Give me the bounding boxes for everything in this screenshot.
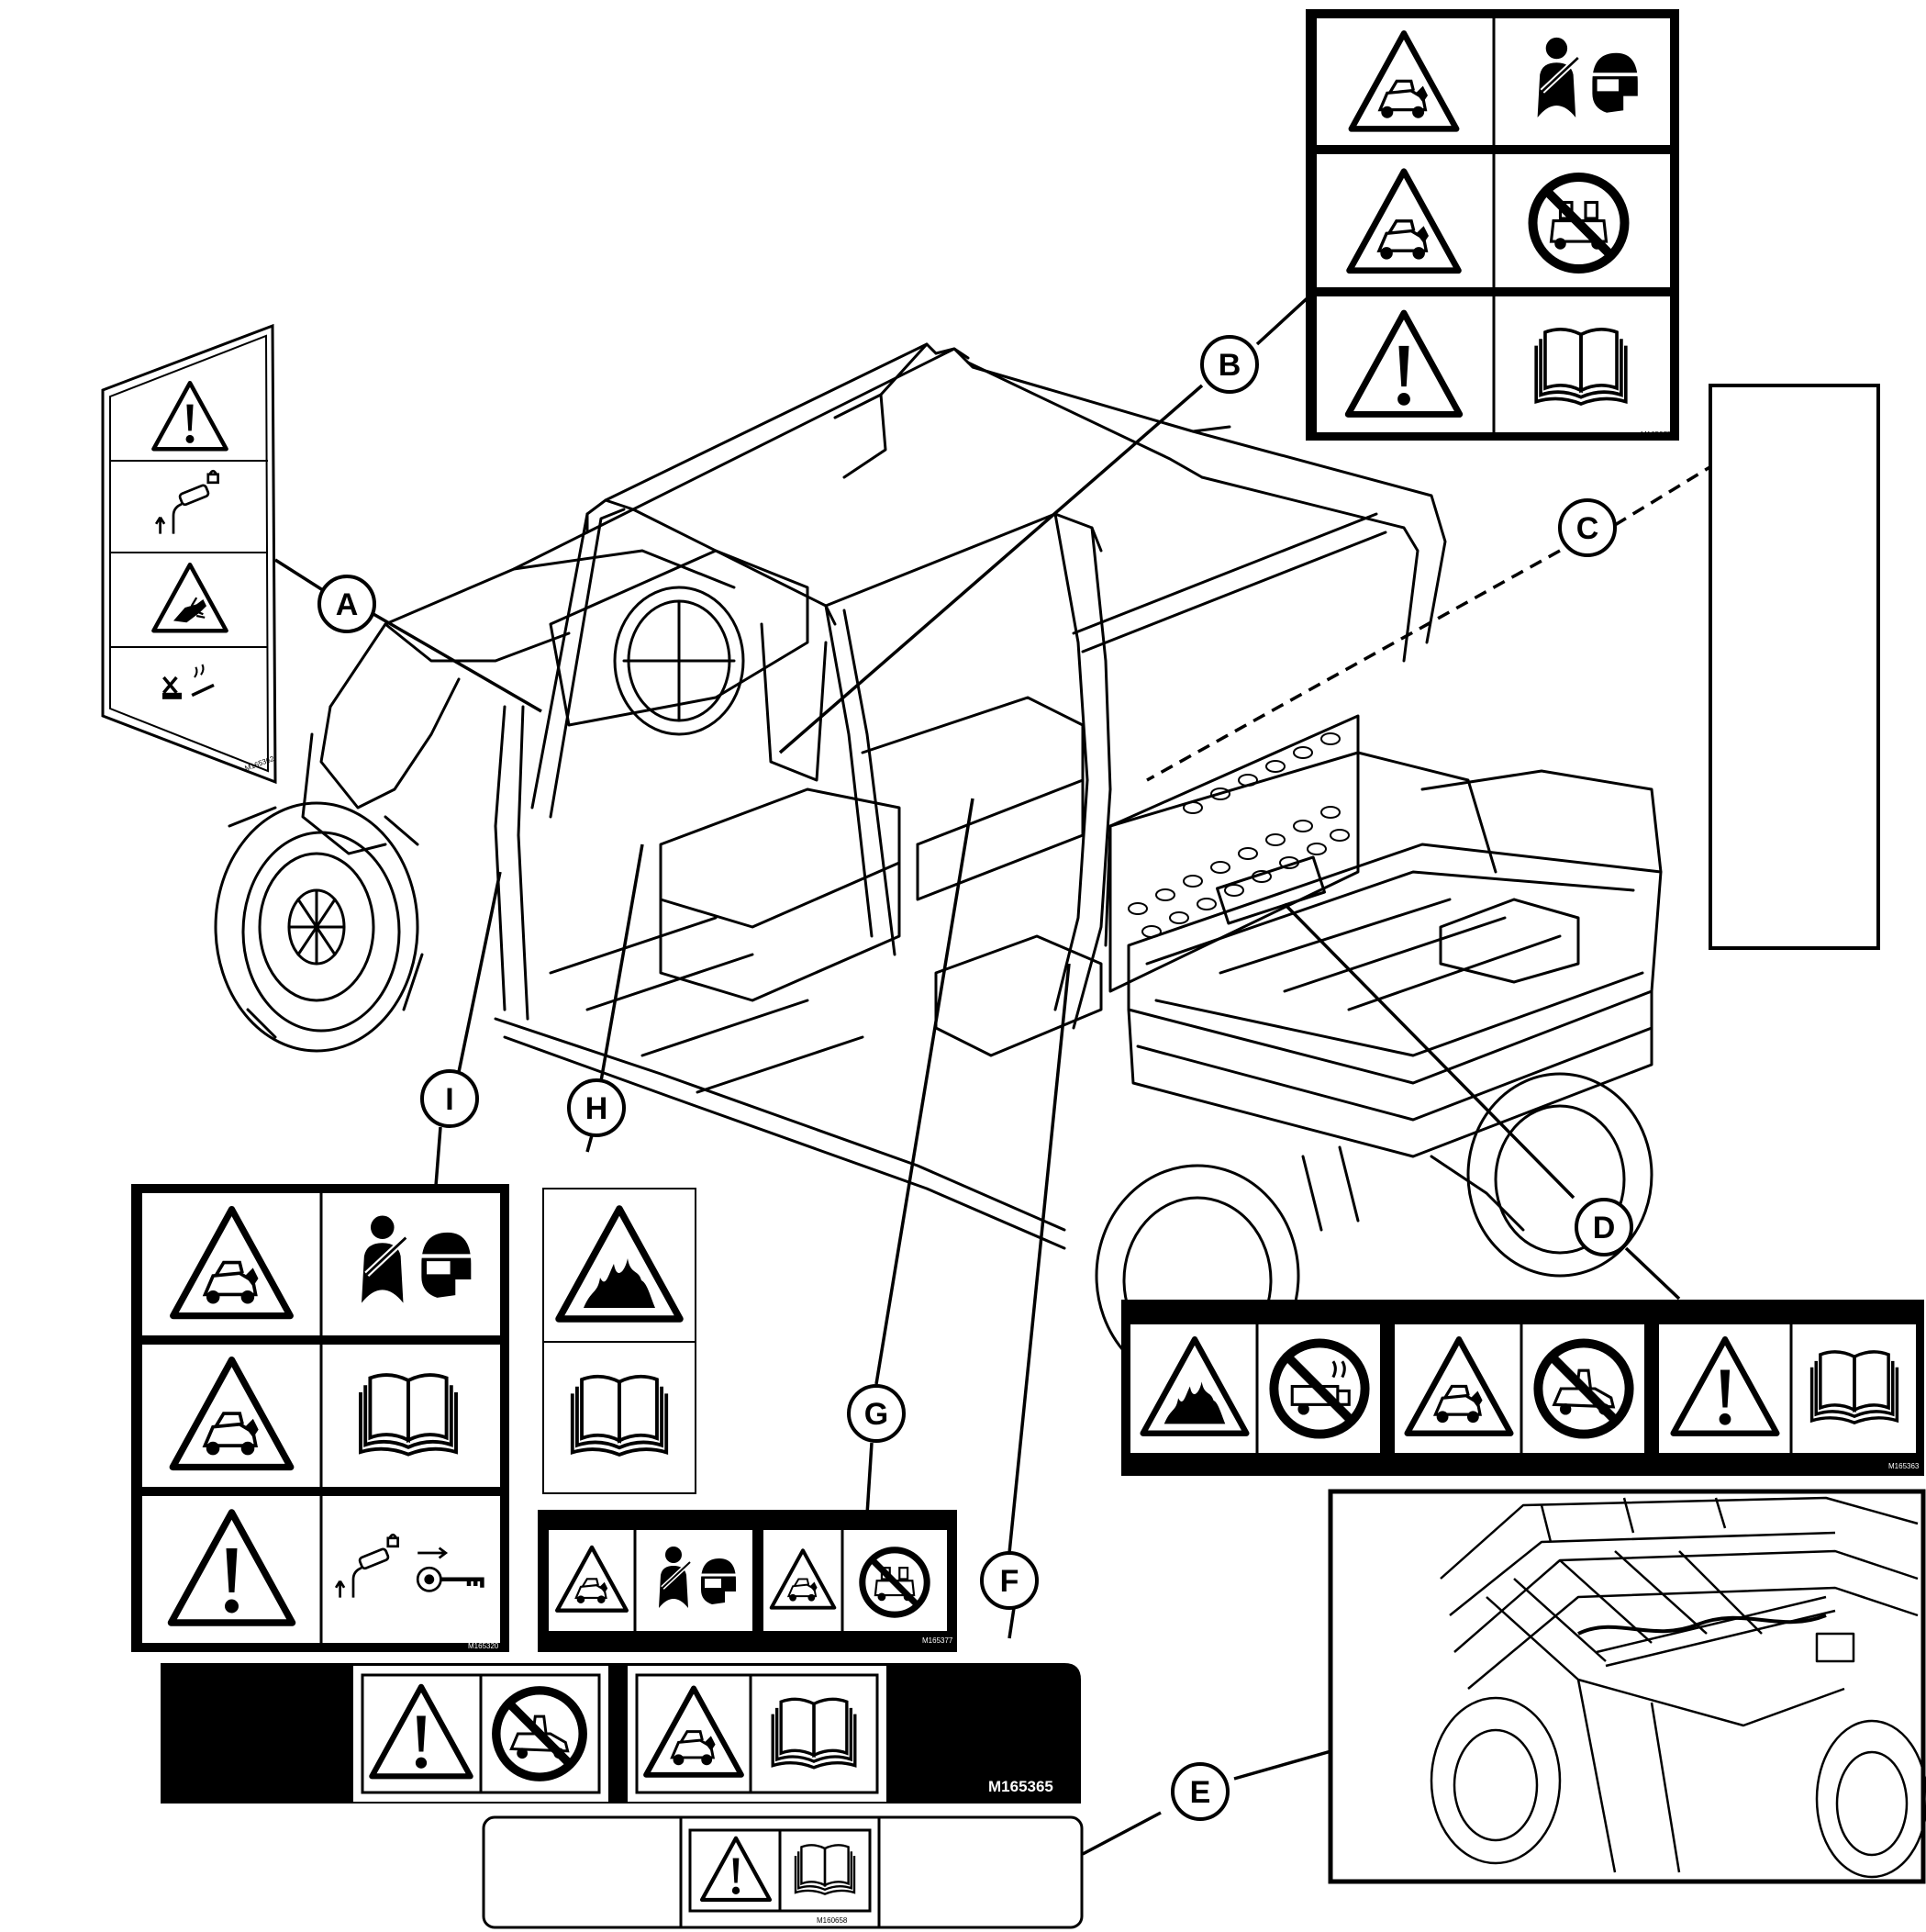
leader-c [1614, 462, 1717, 527]
callout-b: B [1200, 335, 1259, 394]
leader-e [1082, 1811, 1162, 1856]
decal-e-code: M160658 [817, 1916, 848, 1925]
bed-panel-perforations [1128, 732, 1350, 938]
callout-f: F [980, 1551, 1039, 1610]
leader-i-to-vehicle [457, 871, 502, 1073]
leader-h-to-vehicle [599, 843, 644, 1082]
decal-i: M165320 [131, 1184, 509, 1652]
decal-a: M165362 [101, 323, 277, 785]
decal-d: M165363 [1121, 1300, 1924, 1476]
leader-f-to-vehicle [1008, 963, 1071, 1554]
callout-h: H [567, 1078, 626, 1137]
leader-b-panel [1255, 292, 1314, 346]
callout-e: E [1171, 1762, 1230, 1821]
decal-g-code: M165377 [922, 1636, 953, 1645]
decal-h [542, 1188, 696, 1494]
utility-vehicle-drawing [214, 342, 1663, 1388]
decal-e: M160658 [482, 1815, 1084, 1929]
decal-f: M165365 [161, 1663, 1081, 1804]
callouts: A B C D E F G H [317, 335, 1633, 1821]
leader-g [865, 1442, 874, 1515]
callout-g-label: G [864, 1397, 888, 1432]
callout-f-label: F [1000, 1564, 1019, 1599]
leader-c-to-vehicle [1146, 549, 1561, 782]
decal-e-detail-view [1328, 1489, 1926, 1884]
callout-e-label: E [1190, 1775, 1211, 1810]
callout-c-label: C [1576, 511, 1599, 546]
callout-i: I [420, 1069, 479, 1128]
decal-g: M165377 [538, 1510, 957, 1652]
decal-b: M165375 [1306, 9, 1679, 441]
leader-d-panel [1624, 1246, 1681, 1301]
decal-d-code: M165363 [1888, 1462, 1920, 1470]
leader-g-to-vehicle [874, 798, 974, 1385]
decal-b-code: M165375 [1641, 430, 1672, 439]
callout-h-label: H [585, 1091, 608, 1126]
callout-a: A [317, 575, 376, 633]
decal-f-code: M165365 [988, 1778, 1053, 1795]
callout-a-label: A [336, 587, 359, 622]
leader-i [434, 1126, 442, 1187]
leader-b-to-vehicle [778, 384, 1204, 754]
callout-d-label: D [1593, 1211, 1616, 1245]
callout-d: D [1575, 1198, 1633, 1256]
leader-a-to-vehicle [366, 609, 542, 713]
decal-c [1709, 384, 1880, 950]
callout-c: C [1558, 498, 1617, 557]
leader-f [1008, 1607, 1016, 1639]
leader-a [274, 558, 327, 594]
leader-h [585, 1134, 594, 1153]
callout-g: G [847, 1384, 906, 1443]
decal-i-code: M165320 [468, 1642, 499, 1650]
leader-d-to-vehicle [1283, 902, 1575, 1200]
callout-i-label: I [445, 1082, 453, 1117]
callout-b-label: B [1219, 348, 1241, 383]
